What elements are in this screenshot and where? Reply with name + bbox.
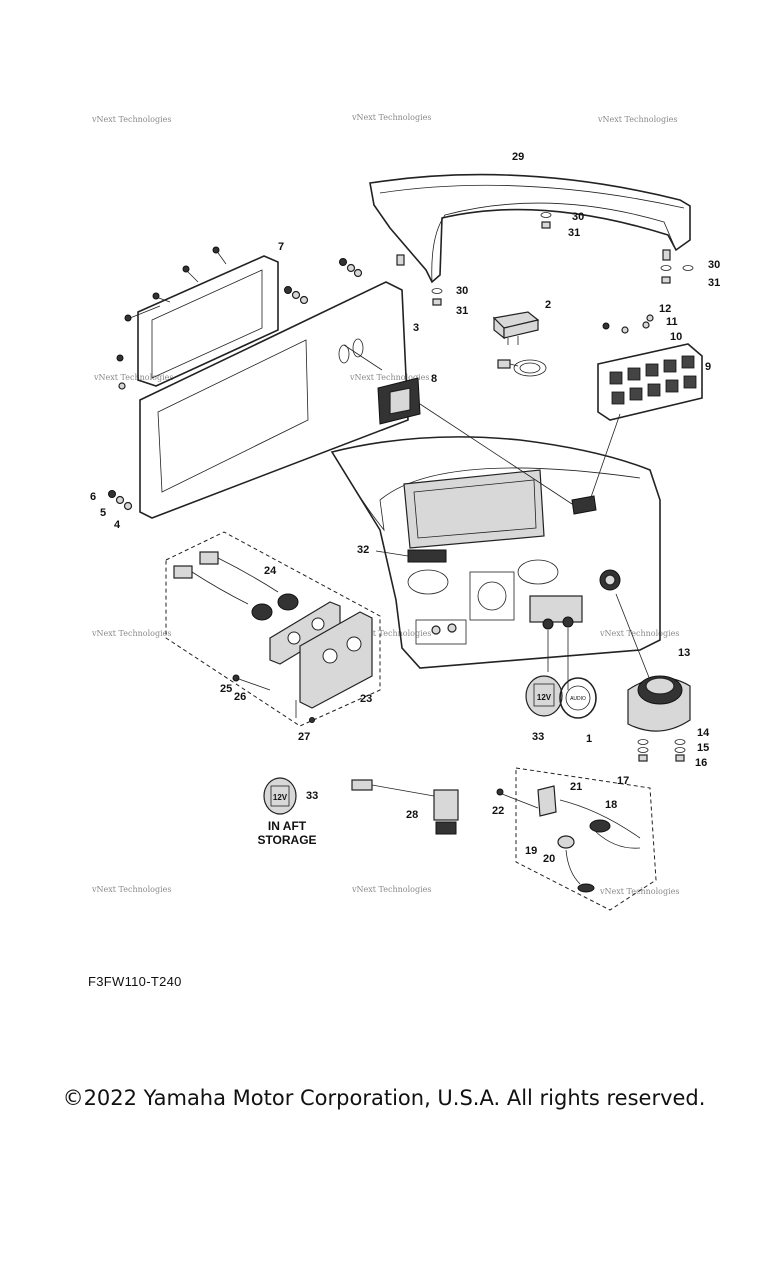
leader-lines bbox=[375, 403, 651, 690]
aft-storage-outlet-part: 12V bbox=[263, 777, 297, 815]
bracket-part bbox=[377, 377, 421, 425]
watermark: vNext Technologies bbox=[351, 885, 431, 894]
watermark: vNext Technologies bbox=[351, 629, 431, 638]
note-line-1: IN AFT bbox=[268, 819, 307, 833]
callout-26: 26 bbox=[234, 691, 246, 703]
watermark: vNext Technologies bbox=[91, 115, 171, 124]
callout-10: 10 bbox=[670, 331, 682, 343]
note-line-2: STORAGE bbox=[257, 833, 316, 847]
callout-8: 8 bbox=[431, 373, 437, 385]
callout-30: 30 bbox=[456, 285, 468, 297]
callout-6: 6 bbox=[90, 491, 96, 503]
audio-label: AUDIO bbox=[570, 696, 586, 702]
watermark: vNext Technologies bbox=[91, 629, 171, 638]
watermark: vNext Technologies bbox=[91, 885, 171, 894]
diagram-code: F3FW110-T240 bbox=[88, 974, 182, 989]
copyright-notice: ©2022 Yamaha Motor Corporation, U.S.A. A… bbox=[62, 1086, 706, 1110]
visor-cover-part bbox=[369, 173, 691, 284]
callout-2: 2 bbox=[545, 299, 551, 311]
callout-15: 15 bbox=[697, 742, 709, 754]
watermark: vNext Technologies bbox=[597, 115, 677, 124]
callout-33: 33 bbox=[306, 790, 318, 802]
callout-17: 17 bbox=[617, 775, 629, 787]
callout-11: 11 bbox=[666, 316, 678, 328]
callout-1: 1 bbox=[586, 733, 592, 745]
callout-31: 31 bbox=[456, 305, 468, 317]
callout-31: 31 bbox=[708, 277, 720, 289]
outlet-label: 12V bbox=[537, 693, 552, 702]
display-bezel-part bbox=[116, 246, 279, 387]
callout-24: 24 bbox=[264, 565, 277, 577]
watermark: vNext Technologies bbox=[93, 373, 173, 382]
callout-33: 33 bbox=[532, 731, 544, 743]
callout-14: 14 bbox=[697, 727, 710, 739]
callout-4: 4 bbox=[114, 519, 121, 531]
audio-knob-part: AUDIO bbox=[559, 677, 597, 719]
usb-module-part bbox=[492, 311, 547, 377]
sensor-part bbox=[351, 779, 459, 835]
aft-outlet-label: 12V bbox=[273, 793, 288, 802]
control-knob-part bbox=[627, 675, 691, 762]
callout-21: 21 bbox=[570, 781, 582, 793]
callout-19: 19 bbox=[525, 845, 537, 857]
callout-27: 27 bbox=[298, 731, 310, 743]
callout-3: 3 bbox=[413, 322, 419, 334]
callout-28: 28 bbox=[406, 809, 418, 821]
callout-13: 13 bbox=[678, 647, 690, 659]
outlet-closeup-part: 12V bbox=[525, 675, 563, 717]
callout-16: 16 bbox=[695, 757, 707, 769]
callout-5: 5 bbox=[100, 507, 106, 519]
side-panel-part bbox=[139, 281, 409, 519]
watermark: vNext Technologies bbox=[351, 113, 431, 122]
aft-storage-note: IN AFT STORAGE bbox=[257, 819, 316, 847]
watermark: vNext Technologies bbox=[599, 629, 679, 638]
panel-fasteners bbox=[108, 258, 363, 511]
callout-30: 30 bbox=[572, 211, 584, 223]
outlet-group bbox=[165, 531, 381, 727]
callout-12: 12 bbox=[659, 303, 671, 315]
wiring-harness-group bbox=[496, 767, 657, 911]
callout-23: 23 bbox=[360, 693, 372, 705]
callout-7: 7 bbox=[278, 241, 284, 253]
callout-22: 22 bbox=[492, 805, 504, 817]
watermark: vNext Technologies bbox=[349, 373, 429, 382]
callout-labels: 29 30 31 7 30 31 30 31 2 12 11 10 3 9 8 … bbox=[90, 151, 720, 865]
callout-29: 29 bbox=[512, 151, 524, 163]
callout-32: 32 bbox=[357, 544, 369, 556]
callout-25: 25 bbox=[220, 683, 232, 695]
dash-console-part bbox=[330, 436, 661, 669]
callout-18: 18 bbox=[605, 799, 617, 811]
callout-20: 20 bbox=[543, 853, 555, 865]
callout-30: 30 bbox=[708, 259, 720, 271]
callout-9: 9 bbox=[705, 361, 711, 373]
callout-31: 31 bbox=[568, 227, 580, 239]
switch-panel-part bbox=[597, 314, 703, 421]
visor-washers bbox=[431, 212, 694, 306]
